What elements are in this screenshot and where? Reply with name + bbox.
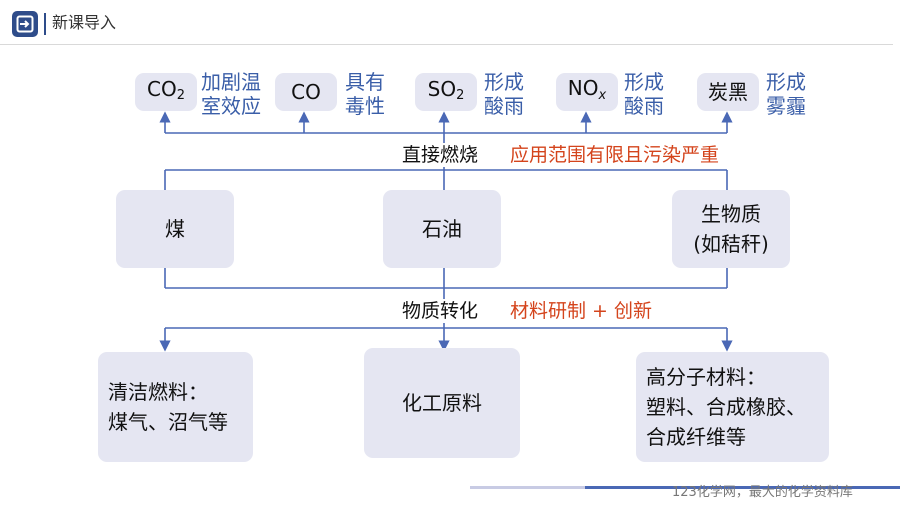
product-box-carbon-black: 炭黑	[697, 73, 759, 111]
footer-watermark: 123化学网，最大的化学资料库	[672, 485, 853, 500]
output-label: 煤气、沼气等	[108, 410, 228, 434]
logo-icon	[12, 11, 38, 37]
output-box-clean-fuel: 清洁燃料： 煤气、沼气等	[98, 352, 253, 462]
effect-line: 加剧温	[201, 70, 261, 94]
page-title: 新课导入	[52, 13, 117, 32]
source-label: 煤	[165, 217, 185, 241]
product-box-co: CO	[275, 73, 337, 111]
footer-rule-dark	[585, 486, 900, 489]
product-effect-co: 具有 毒性	[345, 70, 385, 118]
effect-line: 具有	[345, 70, 385, 94]
conversion-label: 物质转化	[398, 299, 483, 323]
header-divider	[44, 13, 46, 35]
product-formula: CO	[147, 76, 177, 101]
footer-rule-light	[470, 486, 585, 489]
product-formula: NO	[567, 76, 599, 100]
effect-line: 酸雨	[484, 94, 524, 118]
output-label: 化工原料	[402, 391, 482, 415]
product-effect-co2: 加剧温 室效应	[201, 70, 261, 118]
source-label: (如秸秆)	[693, 232, 769, 256]
product-box-so2: SO2	[415, 73, 477, 111]
output-label: 高分子材料：	[646, 365, 766, 389]
output-label: 合成纤维等	[646, 425, 746, 449]
direct-burn-label: 直接燃烧	[398, 143, 483, 167]
output-box-polymer: 高分子材料： 塑料、合成橡胶、 合成纤维等	[636, 352, 829, 462]
product-subscript: 2	[176, 87, 185, 103]
product-formula: CO	[291, 80, 321, 104]
source-box-biomass: 生物质 (如秸秆)	[672, 190, 790, 268]
product-effect-carbon-black: 形成 雾霾	[766, 70, 806, 118]
direct-burn-note: 应用范围有限且污染严重	[510, 144, 720, 166]
output-box-chemical-raw: 化工原料	[364, 348, 520, 458]
product-subscript: 2	[456, 87, 465, 103]
output-label: 塑料、合成橡胶、	[646, 395, 806, 419]
product-effect-nox: 形成 酸雨	[624, 70, 664, 118]
effect-line: 雾霾	[766, 94, 806, 118]
product-subscript: x	[598, 88, 607, 103]
output-label: 清洁燃料：	[108, 380, 208, 404]
source-label: 石油	[422, 217, 462, 241]
product-box-co2: CO2	[135, 73, 197, 111]
effect-line: 形成	[484, 70, 524, 94]
product-effect-so2: 形成 酸雨	[484, 70, 524, 118]
source-label: 生物质	[701, 202, 761, 226]
enter-arrow-icon	[16, 15, 34, 33]
effect-line: 形成	[624, 70, 664, 94]
source-box-coal: 煤	[116, 190, 234, 268]
product-box-nox: NOx	[556, 73, 618, 111]
effect-line: 毒性	[345, 94, 385, 118]
header-rule	[0, 44, 893, 45]
conversion-note: 材料研制 + 创新	[510, 300, 652, 322]
effect-line: 酸雨	[624, 94, 664, 118]
source-box-petroleum: 石油	[383, 190, 501, 268]
effect-line: 室效应	[201, 94, 261, 118]
effect-line: 形成	[766, 70, 806, 94]
product-formula: 炭黑	[708, 80, 748, 104]
product-formula: SO	[427, 76, 457, 101]
